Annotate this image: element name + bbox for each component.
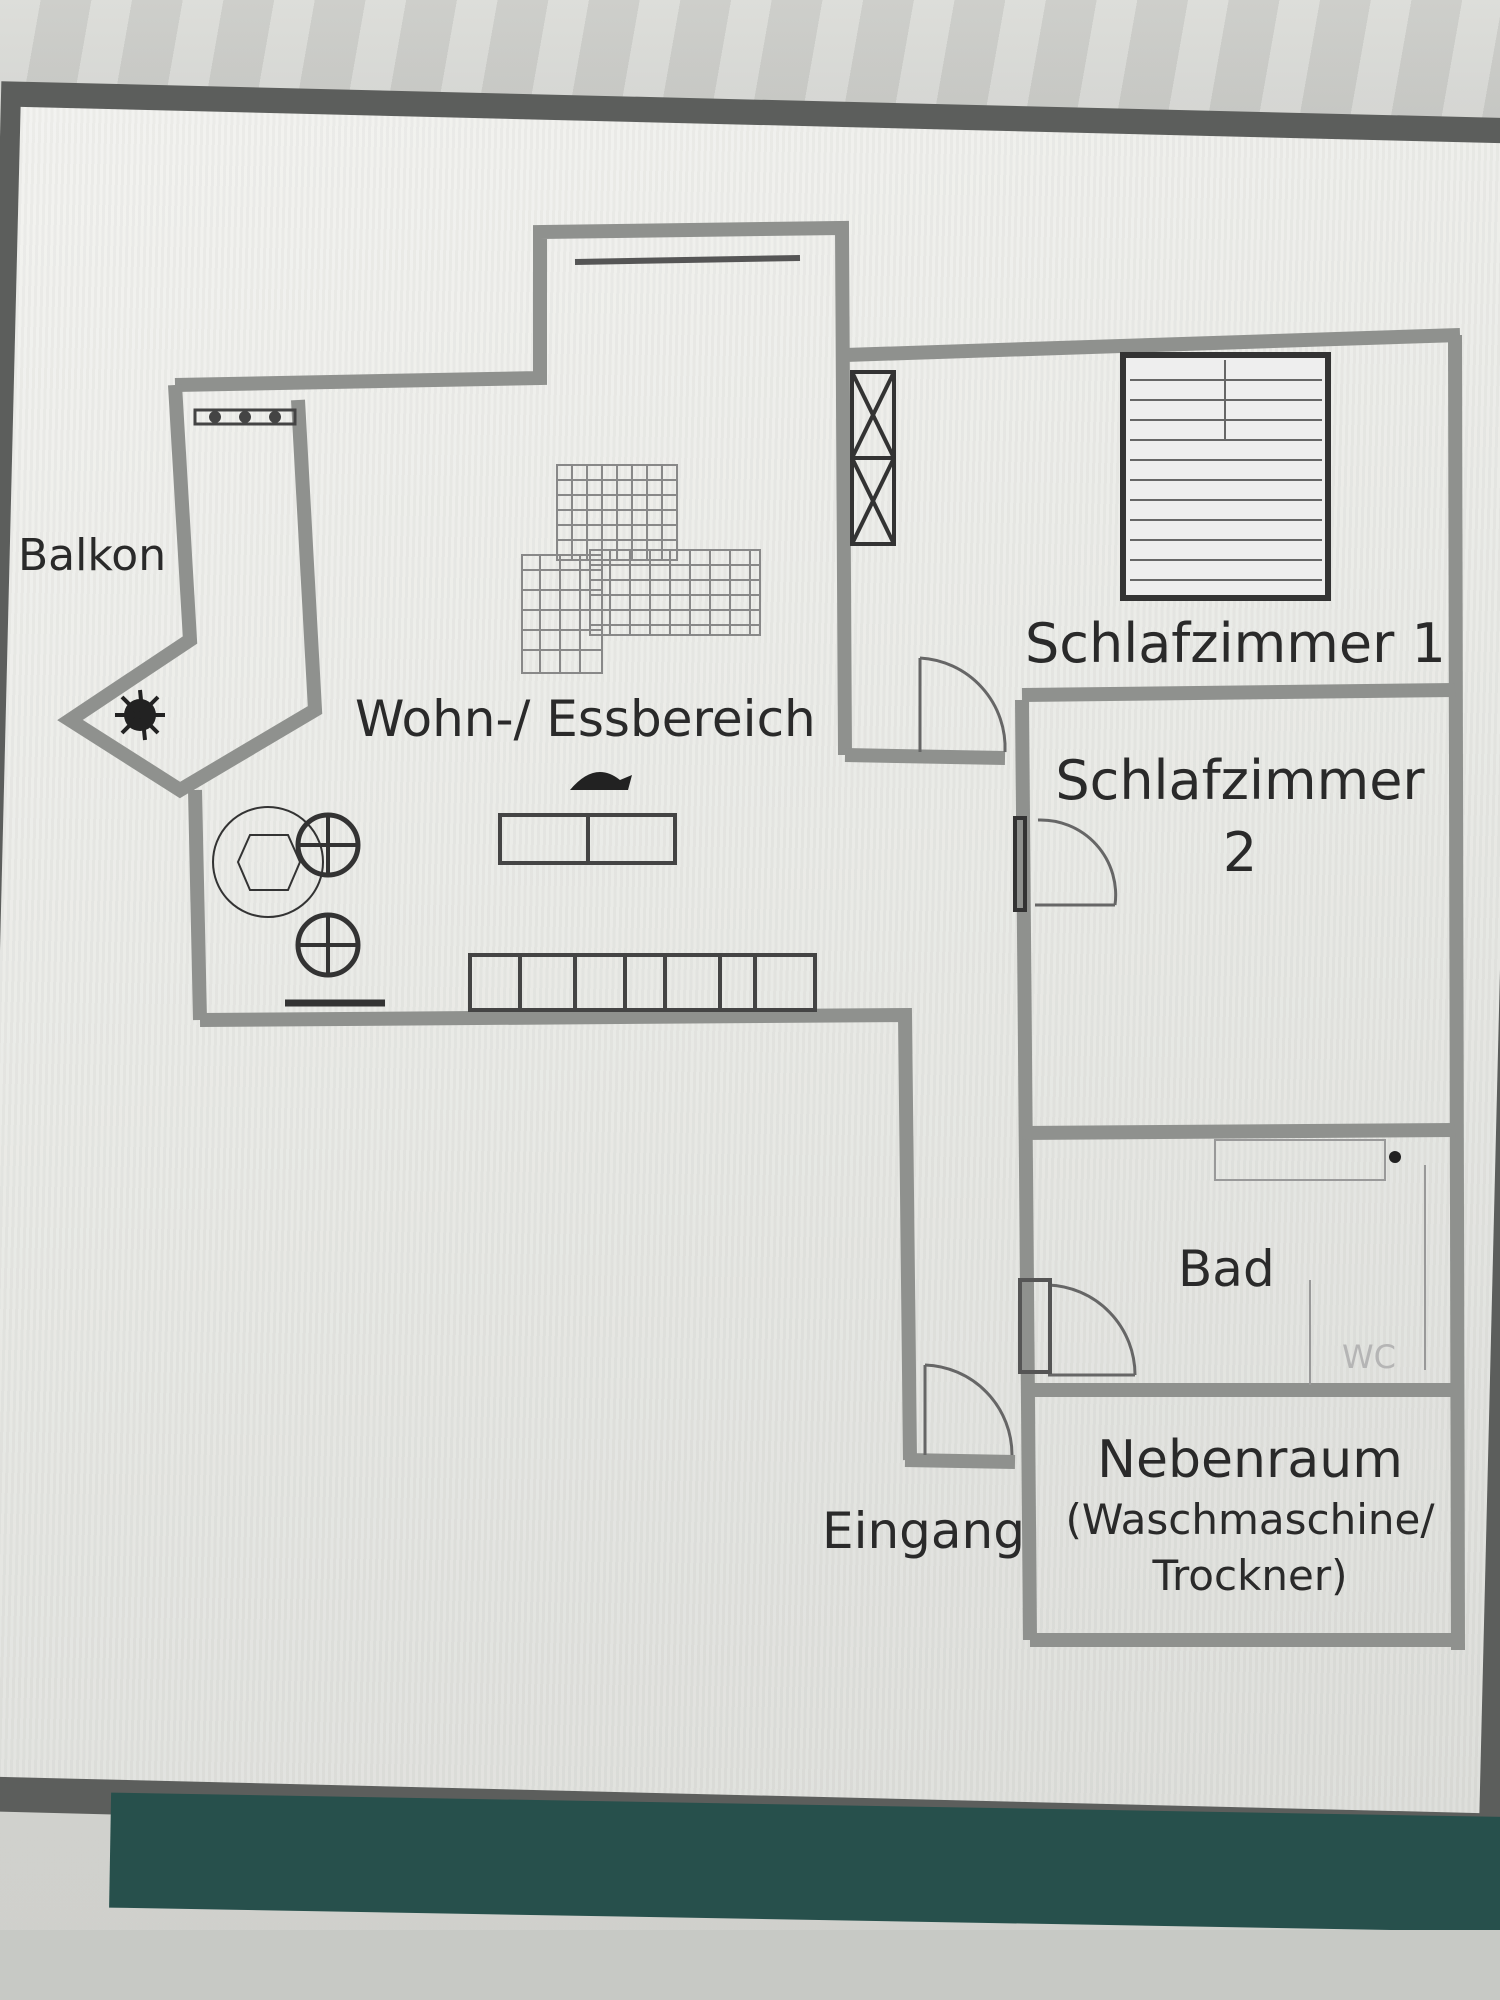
bath-outlet	[1389, 1151, 1401, 1163]
label-wc: WC	[1342, 1338, 1396, 1376]
wall-hall-top	[844, 328, 1461, 362]
label-nebenraum-line3: Trockner)	[1152, 1551, 1348, 1600]
dining-table	[212, 806, 385, 1007]
bed-schlafzimmer-1	[1120, 352, 1331, 601]
wall-balkon-lower	[188, 789, 207, 1021]
label-eingang: Eingang	[822, 1502, 1025, 1560]
wall-right-outer	[1448, 334, 1465, 1651]
sofa	[521, 464, 761, 674]
door-frame-bad	[1018, 1278, 1052, 1374]
planter-balkon	[193, 408, 297, 426]
label-nebenraum-line2: (Waschmaschine/	[1065, 1495, 1435, 1544]
label-nebenraum: Nebenraum (Waschmaschine/ Trockner)	[1060, 1428, 1440, 1604]
wall-living-bottom	[199, 1007, 917, 1461]
wall-balkon	[57, 384, 323, 799]
wall-corridor-left	[844, 748, 1006, 765]
pet-icon	[570, 772, 632, 790]
label-schlafzimmer-1: Schlafzimmer 1	[1025, 612, 1446, 675]
kitchen-counter	[468, 953, 817, 1012]
door-frame-schlaf2	[1013, 816, 1027, 912]
label-schlafzimmer-2: Schlafzimmer 2	[1050, 745, 1430, 889]
wall-schlaf2-bottom	[1021, 1123, 1456, 1140]
doors	[918, 656, 1137, 1456]
label-balkon: Balkon	[18, 530, 167, 581]
label-schlafzimmer-2-line1: Schlafzimmer	[1055, 749, 1425, 812]
wall-schlaf1-bottom	[1021, 683, 1456, 702]
window-top	[574, 255, 801, 265]
tv-bench	[498, 813, 677, 865]
label-nebenraum-line1: Nebenraum	[1097, 1430, 1403, 1490]
desk-surface-bottom	[0, 1930, 1500, 2000]
wall-living-top	[174, 220, 852, 756]
bath-fixtures	[1214, 1139, 1426, 1385]
wardrobe-hall	[850, 370, 896, 546]
plant-balkon	[115, 689, 165, 741]
label-schlafzimmer-2-line2: 2	[1222, 821, 1258, 884]
label-wohn-essbereich: Wohn-/ Essbereich	[355, 690, 816, 748]
label-bad: Bad	[1178, 1240, 1275, 1298]
wall-entrance	[904, 1453, 1016, 1469]
